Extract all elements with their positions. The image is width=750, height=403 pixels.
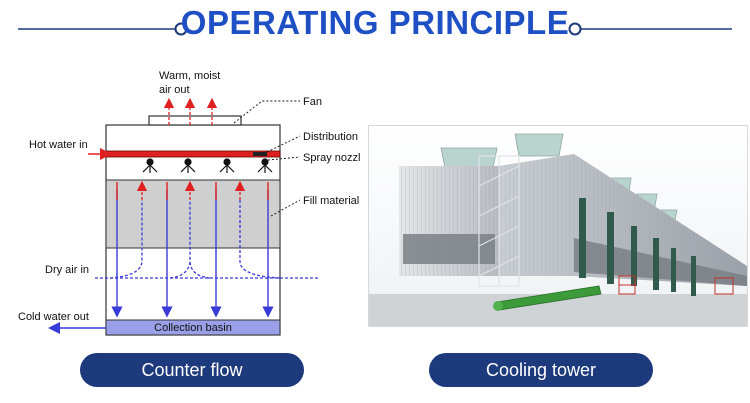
pipes [579,198,696,296]
collection-basin-label: Collection basin [154,322,232,334]
fill-label: Fill material [303,195,359,207]
hot-water-segments [116,182,269,200]
cooling-tower-illustration [369,126,747,326]
page-title: OPERATING PRINCIPLE [180,4,570,41]
spray-label: Spray nozzles [303,152,360,164]
nozzle [219,158,235,173]
cold-water-out-label: Cold water out [18,311,89,323]
dry-air-in-label: Dry air in [45,264,89,276]
hot-water-in-label: Hot water in [29,139,88,151]
nozzle [257,158,273,173]
counter-flow-diagram: Collection basin Warm, moist air out Fan… [0,52,396,342]
air-path [169,200,191,279]
air-out-label-2: air out [159,84,190,96]
nozzle [180,158,196,173]
fan-housing [148,115,242,126]
fill-leader [270,199,301,217]
title-bar: OPERATING PRINCIPLE [0,0,750,52]
red-frame [618,275,734,295]
nozzle [142,158,158,173]
fan-leader [233,100,300,124]
distribution-valve [253,152,267,156]
title-decoration [18,22,732,36]
air-out-label-1: Warm, moist [159,70,220,82]
fan-label: Fan [303,96,322,108]
water-down-arrows [111,190,274,318]
fill-material [105,179,281,249]
spray-leader [267,156,301,161]
leader-lines [233,100,301,217]
counter-flow-caption: Counter flow [80,353,304,387]
spray-nozzles [142,158,273,173]
distribution-label: Distribution system [303,131,360,143]
title-rule-left-dot [174,22,188,36]
warm-air-out-arrows [163,97,218,125]
title-rule-right-dot [568,22,582,36]
cooling-tower-photo [368,125,748,327]
diagram-svg: Collection basin Warm, moist air out Fan… [18,70,396,336]
stair-tower [478,155,520,287]
cooling-tower-caption: Cooling tower [429,353,653,387]
louvers [403,234,747,286]
